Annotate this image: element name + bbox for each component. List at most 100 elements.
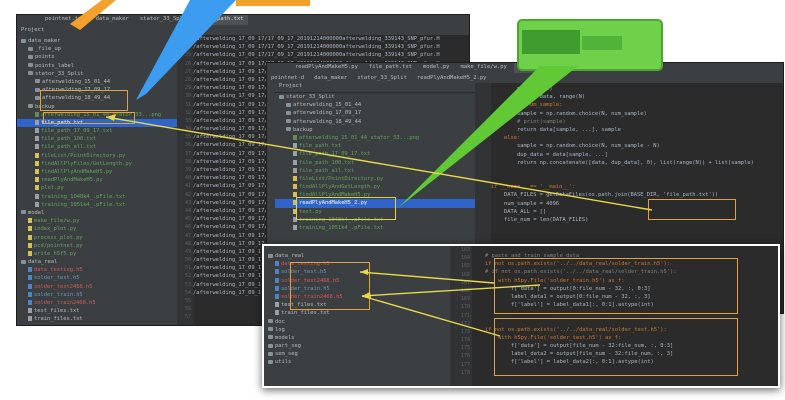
tree-item[interactable]: solder_test2468.h5 [17, 283, 177, 291]
tree-item[interactable]: file_path_all.txt [17, 143, 177, 151]
tree-item[interactable]: file_path_all.txt [275, 167, 475, 175]
tree-item[interactable]: fileList/PointDirectory.py [275, 175, 475, 183]
tree-item[interactable]: doc [264, 318, 450, 326]
tab[interactable]: file_path.txt [368, 64, 412, 70]
tab[interactable]: provider.py [513, 63, 559, 73]
tree-item[interactable]: file_path.txt [17, 118, 177, 128]
folder-icon [28, 63, 33, 68]
tree-item[interactable]: afterwelding_15_01_44 [275, 101, 475, 109]
tree-item[interactable]: plot.py [17, 184, 177, 192]
tree-item[interactable]: afterwelding_15_01_44 [17, 78, 177, 86]
tree-item[interactable]: test.py [275, 208, 475, 216]
tree-item[interactable]: findAllPlyFiles/GetLength.py [17, 160, 177, 168]
tree-item[interactable]: solder_train2468.h5 [17, 299, 177, 307]
tree-item[interactable]: data_testing.h5 [17, 266, 177, 274]
tree-item[interactable]: solder_train2468.h5 [264, 293, 450, 301]
tree-item[interactable]: points_label [17, 62, 177, 70]
tree-item[interactable]: data_real [17, 258, 177, 266]
tree-item[interactable]: _file_up [17, 45, 177, 53]
tree-item[interactable]: model [17, 209, 177, 217]
tab[interactable]: model.py [422, 64, 450, 70]
tree-item[interactable]: solder_test.h5 [17, 274, 177, 282]
highlight-box-file-path-string [648, 199, 736, 220]
tree-item[interactable]: process_plot.py [17, 234, 177, 242]
breadcrumb-item[interactable]: data_maker [314, 75, 348, 81]
tree-item-label: file_path_all.txt [299, 167, 355, 174]
tree-item[interactable]: models [264, 334, 450, 342]
tree-item[interactable]: training_1048k4_.pFile.txt [17, 193, 177, 201]
tree-item[interactable]: solder_train.h5 [17, 291, 177, 299]
tree-item[interactable]: train_files.txt [17, 315, 177, 323]
tree-item[interactable]: sem_seg [264, 350, 450, 358]
tab[interactable]: make_file/w.py [460, 64, 507, 70]
tree-item[interactable]: part_seg [264, 342, 450, 350]
tab[interactable]: data_maker [95, 16, 129, 22]
tree-item[interactable]: afterwelding_18_49_44 [17, 94, 177, 102]
line-number: 50 [184, 257, 191, 264]
code-line: /afterwelding_17_09_17/17_09_17_20191214… [193, 264, 469, 272]
line-number: 39 [184, 167, 191, 173]
tree-item[interactable]: utils [264, 358, 450, 366]
tree-item[interactable]: index_plot.py [17, 225, 177, 233]
highlight-box-file-path [43, 112, 135, 124]
tree-item[interactable]: fileList/PointDirectory.py [17, 152, 177, 160]
tab[interactable]: stator_33_Split [139, 16, 190, 22]
tree-item[interactable]: readPlyAndMakeH5.py [17, 176, 177, 184]
tree-item[interactable]: backup [17, 103, 177, 111]
file-icon [275, 302, 279, 308]
tree-item[interactable]: afterwelding_17_09_17 [275, 109, 475, 117]
tree-item[interactable]: stator_33_Split [275, 93, 475, 101]
tree-item[interactable]: data_testing.h5 [264, 260, 450, 268]
tab[interactable]: pointnet.txt [45, 16, 85, 22]
tree-item[interactable]: solder_test.h5 [264, 268, 450, 276]
breadcrumb-item[interactable]: readPlyAndMakeH5_2.py [416, 75, 487, 81]
folder-icon [28, 46, 33, 51]
tree-item[interactable]: training_1051k4_.pFile.txt [17, 201, 177, 209]
tree-item[interactable]: pcd/pointnet.py [17, 242, 177, 250]
tree-item[interactable]: training_1051k4_.pFile.txt [275, 224, 475, 232]
tree-item[interactable]: solder_train.h5 [264, 285, 450, 293]
tree-item[interactable]: test_files.txt [17, 307, 177, 315]
tree-item-label: stator_33_Split [286, 94, 335, 100]
tree-item[interactable]: file_path_100.txt [275, 159, 475, 167]
tree-item[interactable]: solder_test2468.h5 [264, 277, 450, 285]
folder-icon [28, 71, 33, 76]
tree-item[interactable]: data_real [264, 252, 450, 260]
line-number: 32 [184, 109, 191, 116]
file-icon [293, 143, 297, 149]
tab[interactable]: readPlyAndMakeH5.py [295, 64, 358, 70]
tree-item[interactable]: write_h5f5.py [17, 250, 177, 258]
tree-item[interactable]: file_path_100.txt [17, 135, 177, 143]
tree-item[interactable]: stator_33_Split [17, 70, 177, 78]
tree-item-label: index_plot.py [34, 226, 77, 233]
tab[interactable]: file_path.txt [196, 15, 248, 25]
line-number: 178 [460, 369, 470, 376]
tree-item[interactable]: points [17, 53, 177, 61]
tree-item[interactable]: make_file/w.py [17, 217, 177, 225]
project-label[interactable]: Project [21, 27, 45, 33]
tree-item[interactable]: train_files.txt [264, 309, 450, 317]
tree-item[interactable]: backup [275, 126, 475, 134]
tree-item-label: sem_seg [275, 351, 298, 358]
tree-item[interactable]: findAllPlyAndGetLength.py [275, 183, 475, 191]
line-number: 42 [184, 191, 191, 198]
tree-item[interactable]: findAllPlyAndMakeH5.py [17, 168, 177, 176]
folder-icon [286, 110, 291, 115]
tree-item[interactable]: data_maker [17, 37, 177, 45]
tree-item[interactable]: log [264, 326, 450, 334]
tree-item[interactable]: file_path_17_09_17.txt [17, 127, 177, 135]
breadcrumb-item[interactable]: pointnet-d [271, 75, 305, 81]
folder-icon [286, 119, 291, 124]
tree-item[interactable]: file_path_17_09_17.txt [275, 150, 475, 158]
tree-item[interactable]: doc [17, 324, 177, 326]
tree-item[interactable]: file_path.txt [275, 142, 475, 150]
tree-item[interactable]: test_files.txt [264, 301, 450, 309]
tree-item[interactable]: afterwelding_15_01_44_stator_33...png [17, 111, 177, 119]
line-number: 170 [460, 304, 470, 311]
breadcrumb-item[interactable]: stator_33_Split [357, 75, 407, 81]
tree-item[interactable]: afterwelding_18_49_44 [275, 118, 475, 126]
tree-item[interactable]: afterwelding_15_01_44_stator_33...png [275, 134, 475, 142]
project-label[interactable]: Project [275, 83, 475, 93]
